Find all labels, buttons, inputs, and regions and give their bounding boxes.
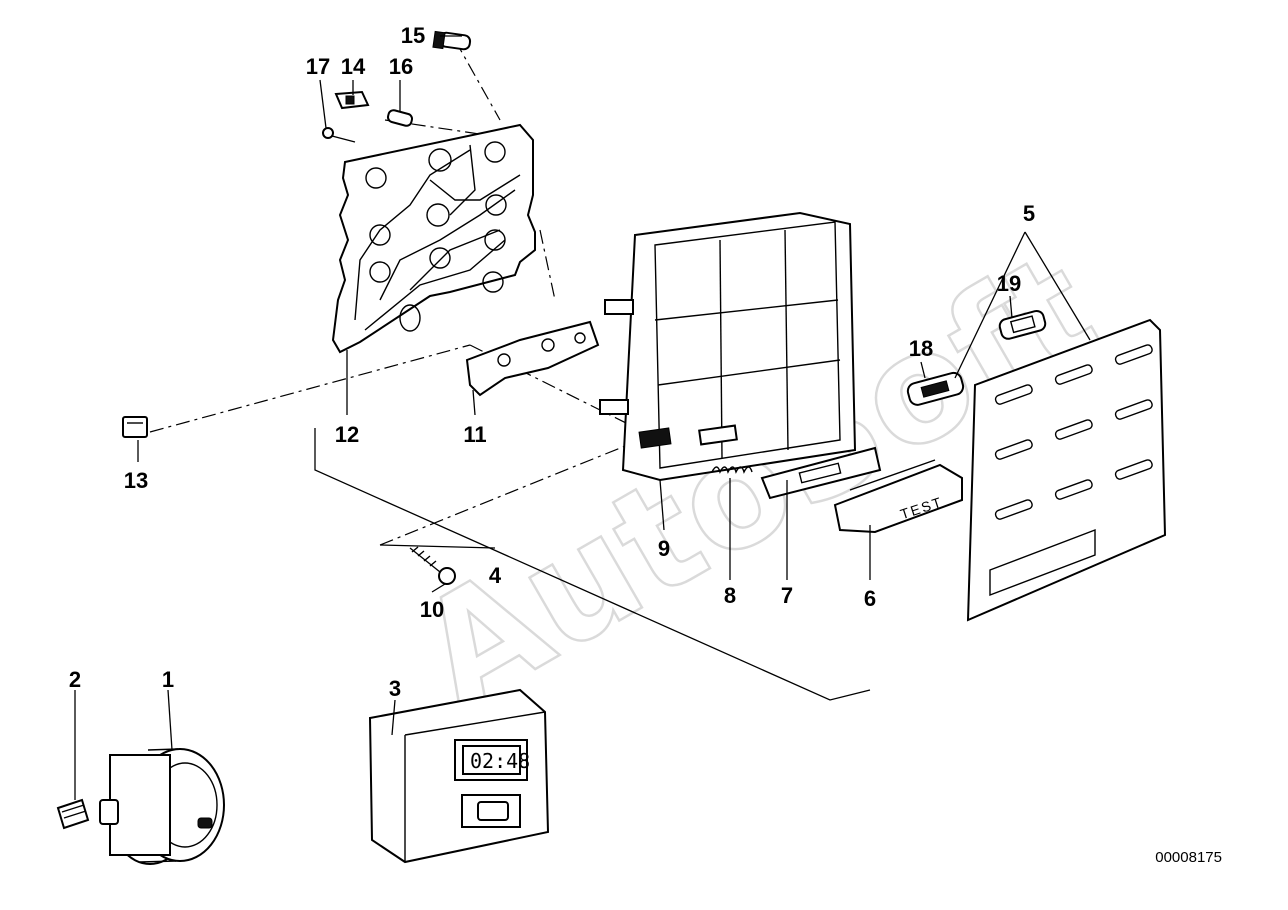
callout-1: 1: [162, 667, 174, 692]
cover-plate: [966, 318, 1167, 622]
test-button: TEST: [833, 459, 963, 534]
callout-7: 7: [781, 583, 793, 608]
callout-8: 8: [724, 583, 736, 608]
leader-lines: [74, 35, 1091, 800]
assembly-bracket: [314, 428, 871, 701]
callout-19: 19: [997, 271, 1021, 296]
callout-10: 10: [420, 597, 444, 622]
clock-display: 02:48: [470, 749, 530, 773]
figure-id: 00008175: [1155, 849, 1222, 866]
spring: [711, 466, 753, 474]
callout-3: 3: [389, 676, 401, 701]
callout-2: 2: [69, 667, 81, 692]
bulb: [432, 30, 472, 51]
callout-labels: 1 2 3 4 5 6 7 8 9 10 11 12 13 14 15 16 1…: [69, 23, 1035, 701]
check-control-housing: [599, 211, 857, 482]
callout-5: 5: [1023, 201, 1035, 226]
callout-11: 11: [463, 422, 486, 447]
callout-12: 12: [335, 422, 359, 447]
bulb-holder: [386, 109, 414, 127]
clip: [334, 90, 370, 110]
lens-frame: [998, 309, 1047, 340]
callout-16: 16: [389, 54, 413, 79]
callout-17: 17: [306, 54, 330, 79]
bracket-clip: [122, 416, 148, 438]
lamp-holder-strip: [465, 320, 600, 397]
digital-clock: 02:48: [368, 688, 550, 864]
contact-rail: [760, 446, 882, 500]
lens: [906, 371, 965, 406]
socket: [56, 798, 90, 830]
circuit-board: [331, 123, 536, 354]
callout-18: 18: [909, 336, 933, 361]
callout-4: 4: [489, 563, 502, 588]
callout-14: 14: [341, 54, 366, 79]
self-tapping-screw: [409, 546, 456, 585]
callout-9: 9: [658, 536, 670, 561]
callout-6: 6: [864, 586, 876, 611]
gauge: [99, 748, 225, 865]
callout-13: 13: [124, 468, 148, 493]
screw-small: [322, 127, 356, 143]
callout-15: 15: [401, 23, 425, 48]
